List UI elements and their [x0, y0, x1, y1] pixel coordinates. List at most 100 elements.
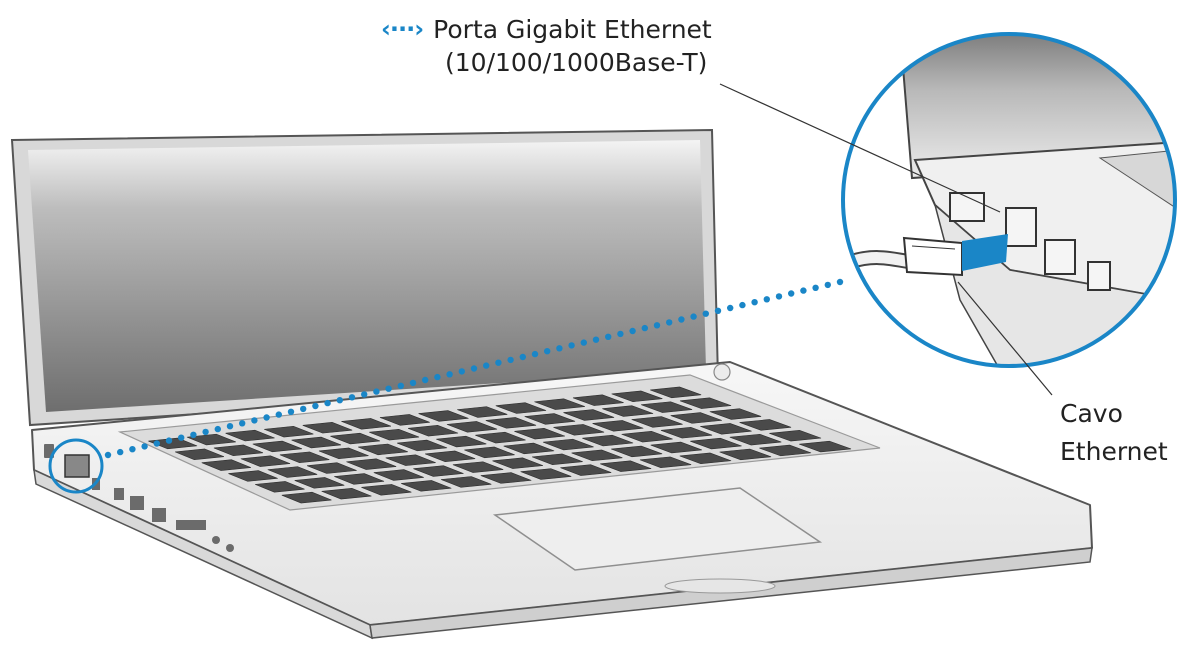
port-label: ‹···› Porta Gigabit Ethernet (10/100/100… — [381, 13, 712, 79]
connector-dot — [287, 408, 295, 415]
cable-label-line2: Ethernet — [1060, 437, 1168, 466]
keyboard-key — [799, 440, 852, 453]
keyboard-key — [729, 433, 782, 446]
keyboard-key — [334, 473, 385, 485]
keyboard-key — [397, 439, 448, 452]
keyboard-key — [174, 448, 225, 460]
connector-dot — [361, 391, 368, 398]
keyboard-key — [600, 460, 652, 472]
connector-dot — [409, 379, 417, 387]
connector-dot — [434, 373, 441, 381]
keyboard-key — [485, 417, 537, 429]
connector-dot — [824, 281, 831, 289]
keyboard-key — [341, 418, 392, 430]
connector-dot — [690, 313, 697, 320]
keyboard-key — [446, 421, 498, 433]
keyboard-key — [401, 480, 452, 492]
keyboard-key — [572, 394, 624, 406]
keyboard-key — [186, 433, 236, 446]
connector-dot — [263, 414, 270, 421]
cable-label: Cavo Ethernet — [1060, 395, 1168, 471]
keyboard-key — [369, 428, 420, 441]
keyboard-key — [660, 427, 713, 439]
keyboard-key — [560, 464, 612, 476]
keyboard-key — [264, 425, 314, 438]
keyboard-key — [480, 472, 532, 484]
display — [28, 140, 706, 412]
keyboard-key — [279, 451, 330, 463]
connector-dot — [312, 402, 319, 410]
keyboard-key — [495, 402, 547, 414]
keyboard — [148, 386, 852, 504]
keyboard-key — [700, 423, 752, 435]
connector-dot — [214, 425, 221, 433]
keyboard-key — [228, 470, 278, 482]
connector-dot — [458, 368, 465, 375]
keyboard-key — [611, 445, 663, 458]
keyboard-key — [225, 429, 275, 442]
keyboard-key — [408, 425, 459, 437]
keyboard-key — [379, 414, 430, 426]
keyboard-key — [650, 386, 702, 399]
connector-dot — [836, 278, 844, 286]
keyboard-key — [553, 424, 605, 436]
keyboard-key — [611, 390, 663, 403]
connector-dot — [129, 446, 136, 453]
connector-dot — [483, 362, 490, 369]
connector-dot — [202, 428, 209, 436]
keyboard-key — [520, 468, 572, 480]
keyboard-key — [457, 406, 508, 418]
connector-dot — [800, 287, 807, 294]
cable-label-line1: Cavo — [1060, 399, 1123, 428]
keyboard-key — [503, 442, 555, 455]
keyboard-key — [346, 458, 397, 470]
connector-dot — [178, 434, 185, 441]
keyboard-key — [252, 440, 303, 453]
keyboard-key — [679, 452, 732, 465]
connector-dot — [544, 348, 551, 355]
keyboard-key — [281, 491, 332, 504]
keyboard-key — [361, 484, 412, 496]
keyboard-key — [357, 443, 408, 456]
keyboard-key — [306, 462, 357, 474]
keyboard-key — [524, 413, 576, 425]
keyboard-key — [739, 419, 792, 431]
keyboard-key — [318, 447, 369, 460]
connector-dot — [239, 420, 246, 427]
keyboard-key — [413, 465, 464, 477]
keyboard-key — [631, 416, 683, 428]
connector-dot — [653, 322, 661, 329]
keyboard-key — [302, 422, 353, 434]
keyboard-key — [670, 412, 722, 424]
screen-lid — [10, 128, 720, 427]
keyboard-key — [452, 461, 504, 473]
keyboard-key — [709, 408, 762, 420]
keyboard-key — [542, 438, 594, 451]
keyboard-key — [291, 436, 342, 449]
connector-dot — [141, 443, 148, 450]
port-leader-line — [719, 83, 1001, 213]
keyboard-key — [255, 481, 305, 493]
connector-dot — [812, 284, 819, 291]
connector-dotted-line — [104, 278, 844, 459]
keyboard-key — [385, 454, 436, 466]
laptop-base — [31, 361, 1093, 640]
connector-dot — [641, 324, 648, 332]
keyboard-key — [213, 444, 264, 457]
cable-leader-line — [957, 281, 1053, 396]
keyboard-key — [769, 430, 822, 442]
connector-dot — [739, 301, 746, 309]
connector-dot — [117, 448, 124, 456]
connector-dot — [605, 333, 612, 340]
connector-dot — [153, 440, 160, 447]
connector-dot — [788, 290, 795, 297]
connector-dot — [226, 423, 234, 430]
keyboard-key — [641, 401, 693, 413]
connector-dot — [165, 437, 173, 444]
keyboard-key — [582, 434, 634, 447]
keyboard-key — [690, 437, 742, 450]
connector-dot — [556, 345, 563, 352]
connector-dot — [763, 296, 770, 303]
connector-dot — [617, 330, 624, 338]
